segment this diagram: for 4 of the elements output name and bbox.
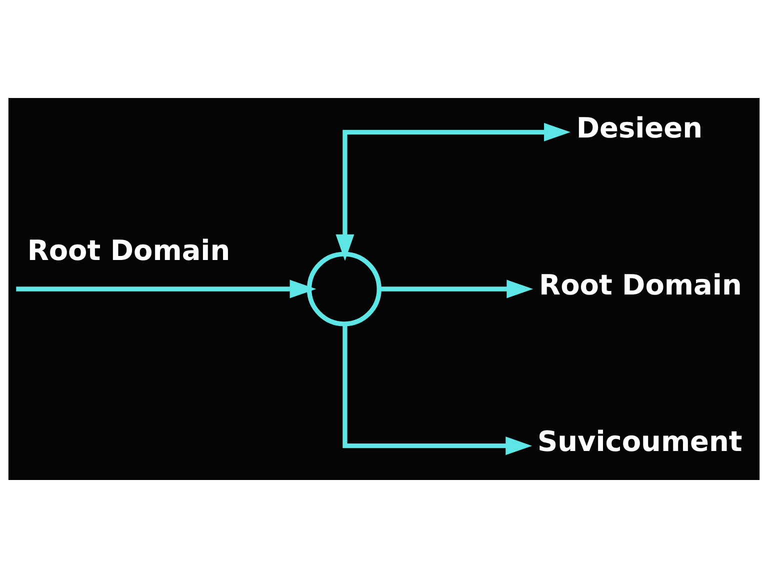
node-text: Desieen xyxy=(576,110,702,144)
node-text: Root Domain xyxy=(539,268,742,301)
node-text: Suvicoument xyxy=(538,424,742,458)
edge-label: Root Domain xyxy=(27,234,230,267)
